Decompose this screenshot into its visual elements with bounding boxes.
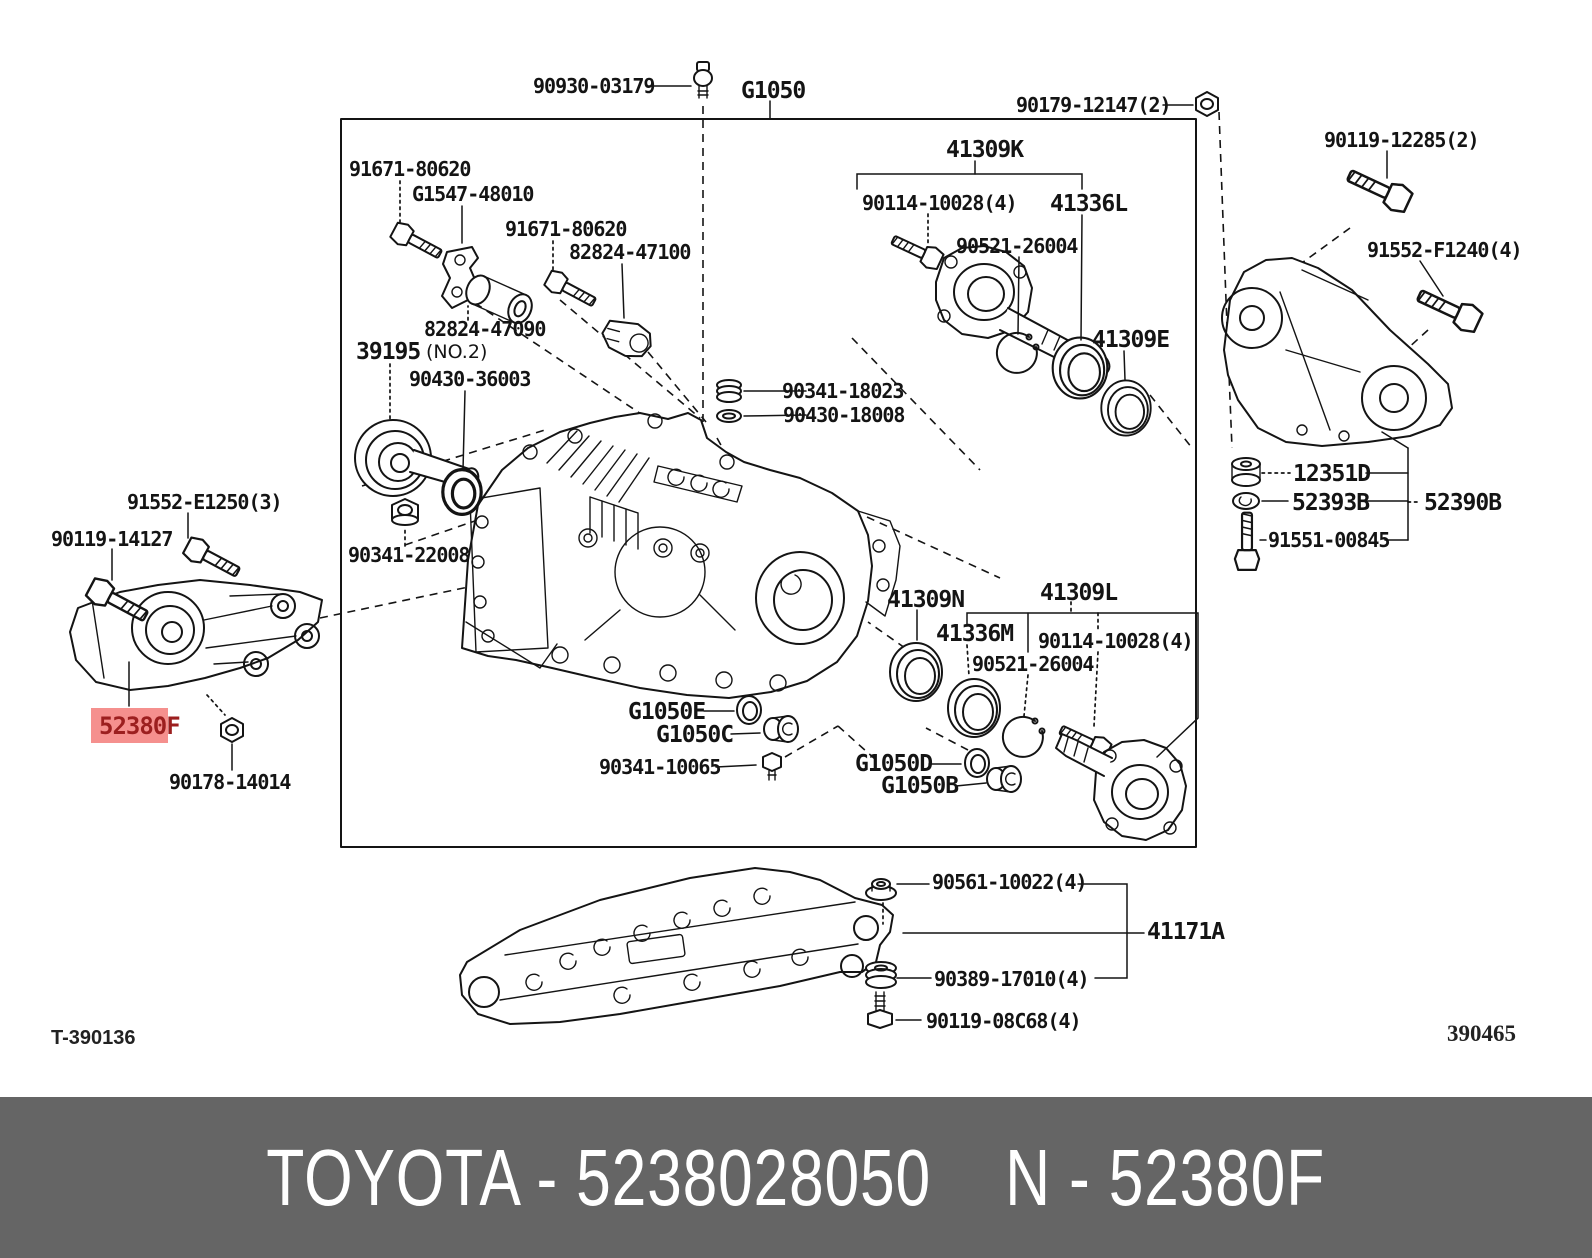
label-91552-E1250: 91552-E1250(3) xyxy=(127,490,282,514)
label-41336L: 41336L xyxy=(1050,191,1127,217)
label-90119-12285: 90119-12285(2) xyxy=(1324,128,1479,152)
label-90341-18023: 90341-18023 xyxy=(782,379,903,403)
transfer-case-housing xyxy=(461,412,901,699)
label-52393B: 52393B xyxy=(1292,490,1370,516)
label-g1050: G1050 xyxy=(741,78,805,104)
parts-diagram: 90930-03179 G1050 90179-12147(2) 91671-8… xyxy=(51,61,1523,1049)
footer-part-code: N - 52380F xyxy=(1005,1132,1326,1222)
bushing-12351D-icon xyxy=(1231,457,1261,487)
bolt-90341-10065-icon xyxy=(762,752,782,781)
label-90119-08C68: 90119-08C68(4) xyxy=(926,1009,1081,1033)
drawing-number-left: T-390136 xyxy=(51,1027,136,1049)
sensor-82824-47100-icon xyxy=(601,319,652,358)
label-90930-03179: 90930-03179 xyxy=(533,74,654,98)
plug-90341-22008-icon xyxy=(391,498,419,526)
footer-bar: TOYOTA - 5238028050 N - 52380F xyxy=(0,1097,1592,1258)
label-90561-10022: 90561-10022(4) xyxy=(932,870,1087,894)
label-82824-47100: 82824-47100 xyxy=(569,240,690,264)
nut-90179-icon xyxy=(1195,91,1219,117)
seal-41309N-icon xyxy=(889,642,943,702)
washer-90341-18023-icon xyxy=(716,379,742,403)
leader-lines xyxy=(111,85,1444,1021)
cushion-90389-icon xyxy=(865,961,897,989)
washer-52393B-icon xyxy=(1232,492,1260,510)
plug-g1050c-icon xyxy=(763,715,799,743)
label-g1050d: G1050D xyxy=(855,751,932,777)
footer-text: TOYOTA - 5238028050 N - 52380F xyxy=(267,1132,1326,1224)
label-90178-14014: 90178-14014 xyxy=(169,770,291,794)
label-52390B: 52390B xyxy=(1424,490,1502,516)
label-90430-18008: 90430-18008 xyxy=(783,403,904,427)
label-12351D: 12351D xyxy=(1293,461,1370,487)
ring-90430-36003-icon xyxy=(441,468,483,517)
label-90430-36003: 90430-36003 xyxy=(409,367,530,391)
bolt-91551-icon xyxy=(1233,511,1261,572)
seal-41309E-icon xyxy=(1100,379,1152,437)
drawing-number-right: 390465 xyxy=(1447,1021,1516,1046)
nut-90178-icon xyxy=(220,717,244,743)
label-90341-22008: 90341-22008 xyxy=(348,543,469,567)
oring-90430-18008-icon xyxy=(716,409,742,423)
label-90341-10065: 90341-10065 xyxy=(599,755,720,779)
label-90521-26004-b: 90521-26004 xyxy=(972,652,1094,676)
label-g1050b: G1050B xyxy=(881,773,959,799)
bolt-91671-b-icon xyxy=(541,267,601,313)
label-39195: 39195 xyxy=(356,339,420,365)
label-90114-10028-a: 90114-10028(4) xyxy=(862,191,1017,215)
bolt-90114a-icon xyxy=(887,228,946,273)
label-91551-00845: 91551-00845 xyxy=(1268,528,1389,552)
grommet-90561-icon xyxy=(865,878,897,901)
flange-41309L-icon xyxy=(1055,733,1187,841)
label-90179-12147: 90179-12147(2) xyxy=(1016,93,1171,117)
breather-valve-icon xyxy=(693,61,713,99)
part-labels: 90930-03179 G1050 90179-12147(2) 91671-8… xyxy=(51,74,1523,1033)
bolt-90119-08C68-icon xyxy=(867,991,893,1029)
mount-bracket-right-icon xyxy=(1221,257,1453,447)
footer-brand-part-number: TOYOTA - 5238028050 xyxy=(266,1132,932,1222)
label-41309K: 41309K xyxy=(946,137,1024,163)
label-39195-note: (NO.2) xyxy=(426,341,487,363)
plug-g1050b-icon xyxy=(986,765,1022,793)
bolt-90119-12285-icon xyxy=(1342,161,1416,217)
label-91552-F1240: 91552-F1240(4) xyxy=(1367,238,1522,262)
ring-g1050d-icon xyxy=(964,748,990,778)
snapring-90521b-icon xyxy=(1001,715,1046,758)
bolt-91552-F1240-icon xyxy=(1412,281,1486,337)
label-91671-80620-b: 91671-80620 xyxy=(505,217,626,241)
label-82824-47090: 82824-47090 xyxy=(424,317,545,341)
bolt-91552-E1250-icon xyxy=(180,533,245,584)
label-90389-17010: 90389-17010(4) xyxy=(934,967,1089,991)
label-g1547-48010: G1547-48010 xyxy=(412,182,533,206)
seal-41336M-icon xyxy=(947,678,1001,738)
label-90114-10028-b: 90114-10028(4) xyxy=(1038,629,1193,653)
label-90119-14127: 90119-14127 xyxy=(51,527,172,551)
crossmember-41171A-icon xyxy=(459,867,894,1025)
label-41309L: 41309L xyxy=(1040,580,1117,606)
label-41171A: 41171A xyxy=(1147,919,1225,945)
label-52380F: 52380F xyxy=(99,712,180,740)
label-91671-80620-a: 91671-80620 xyxy=(349,157,470,181)
ring-g1050e-icon xyxy=(736,695,762,725)
label-41309N: 41309N xyxy=(887,587,964,613)
main-diagram-box xyxy=(340,118,1197,848)
label-g1050c: G1050C xyxy=(656,722,733,748)
cylinder-82824-47090-icon xyxy=(465,274,533,325)
bolt-91671-a-icon xyxy=(387,219,447,265)
label-90521-26004-a: 90521-26004 xyxy=(956,234,1078,258)
highlight-52380F-box xyxy=(91,708,168,743)
label-41309E: 41309E xyxy=(1092,327,1169,353)
label-g1050e: G1050E xyxy=(628,699,705,725)
label-41336M: 41336M xyxy=(936,621,1013,647)
